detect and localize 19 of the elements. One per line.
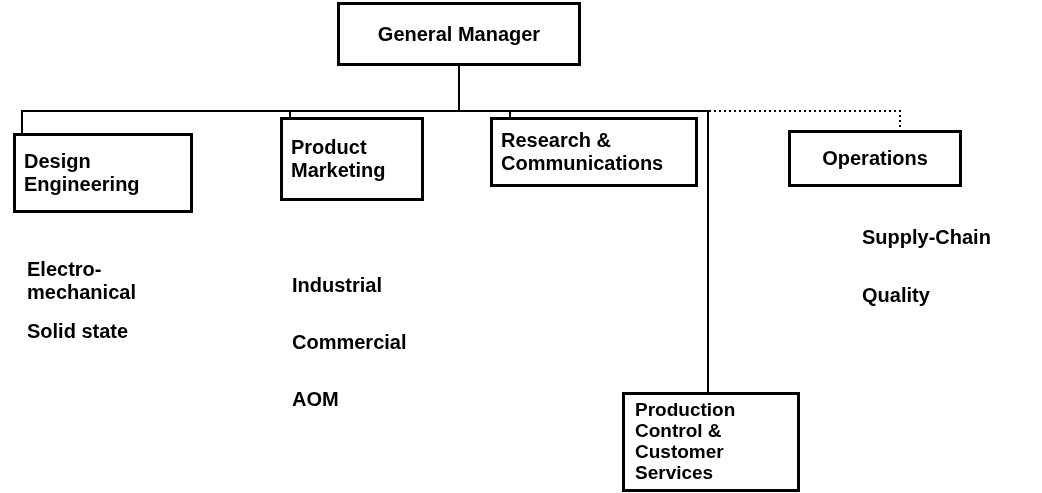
org-unit-box [622, 392, 800, 492]
org-unit-box [13, 133, 193, 213]
sub-unit-text: Commercial [292, 331, 407, 354]
org-unit-box [337, 2, 581, 66]
unit-name: Design Engineering [24, 150, 141, 196]
org-unit-box [280, 117, 424, 201]
sub-unit-text: Electro-mechanical [27, 258, 137, 304]
unit-name: Product Marketing [291, 136, 387, 182]
unit-name: Operations [822, 147, 928, 170]
sub-unit-text: Solid state [27, 320, 130, 343]
sub-unit-text: Industrial [292, 274, 382, 297]
org-unit-box [788, 130, 962, 187]
sub-unit-text: AOM [292, 388, 339, 411]
unit-name: Production Control & Customer Services [635, 400, 737, 484]
org-unit-box [490, 117, 698, 187]
unit-name: Research & Communications [501, 129, 665, 175]
sub-unit-text: Supply-Chain [862, 226, 991, 249]
unit-name: General Manager [377, 22, 541, 46]
sub-unit-text: Quality [862, 284, 930, 307]
